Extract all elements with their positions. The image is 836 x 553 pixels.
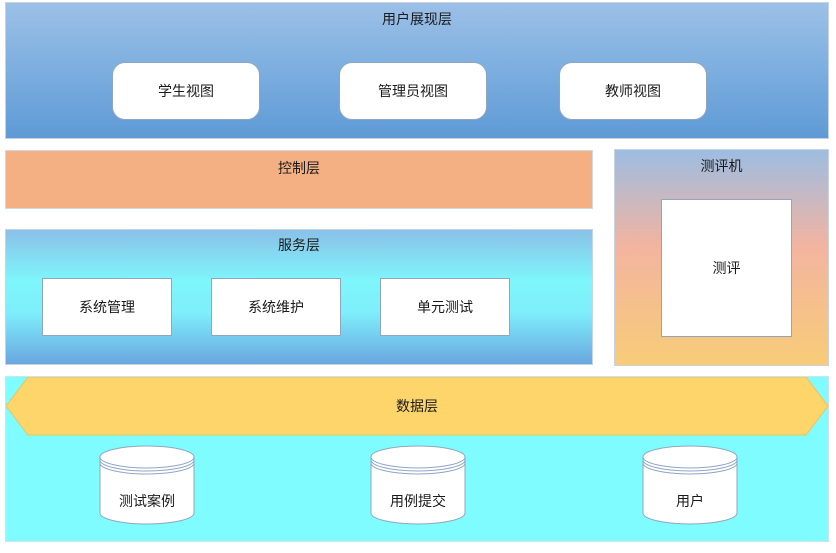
service-layer: 服务层 系统管理 系统维护 单元测试 <box>5 229 593 365</box>
system-management-label: 系统管理 <box>79 300 135 316</box>
user-database: 用户 <box>642 445 738 525</box>
student-view-box: 学生视图 <box>112 62 260 120</box>
database-icon <box>370 445 466 525</box>
case-submission-label: 用例提交 <box>390 494 446 510</box>
admin-view-box: 管理员视图 <box>339 62 487 120</box>
evaluator-layer: 测评机 测评 <box>614 149 829 366</box>
evaluator-layer-title: 测评机 <box>700 159 743 175</box>
data-layer-title: 数据层 <box>396 399 438 415</box>
database-icon <box>642 445 738 525</box>
case-submission-database: 用例提交 <box>370 445 466 525</box>
user-label: 用户 <box>676 494 704 510</box>
test-case-database: 测试案例 <box>99 445 195 525</box>
teacher-view-box: 教师视图 <box>559 62 707 120</box>
unit-test-box: 单元测试 <box>380 278 510 336</box>
system-management-box: 系统管理 <box>42 278 172 336</box>
control-layer: 控制层 <box>5 150 593 209</box>
system-maintenance-label: 系统维护 <box>248 300 304 316</box>
data-layer: 数据层 测试案例 用例提交 用户 <box>5 376 829 542</box>
service-layer-title: 服务层 <box>278 238 320 254</box>
teacher-view-label: 教师视图 <box>605 84 661 100</box>
student-view-label: 学生视图 <box>158 84 214 100</box>
unit-test-label: 单元测试 <box>417 300 473 316</box>
user-presentation-layer-title: 用户展现层 <box>382 12 452 28</box>
test-case-label: 测试案例 <box>119 494 175 510</box>
database-icon <box>99 445 195 525</box>
evaluation-label: 测评 <box>712 261 741 277</box>
evaluation-box: 测评 <box>661 199 792 337</box>
user-presentation-layer: 用户展现层 学生视图 管理员视图 教师视图 <box>5 2 829 139</box>
control-layer-title: 控制层 <box>278 161 320 177</box>
admin-view-label: 管理员视图 <box>378 84 448 100</box>
system-maintenance-box: 系统维护 <box>211 278 341 336</box>
data-layer-banner <box>6 377 829 436</box>
